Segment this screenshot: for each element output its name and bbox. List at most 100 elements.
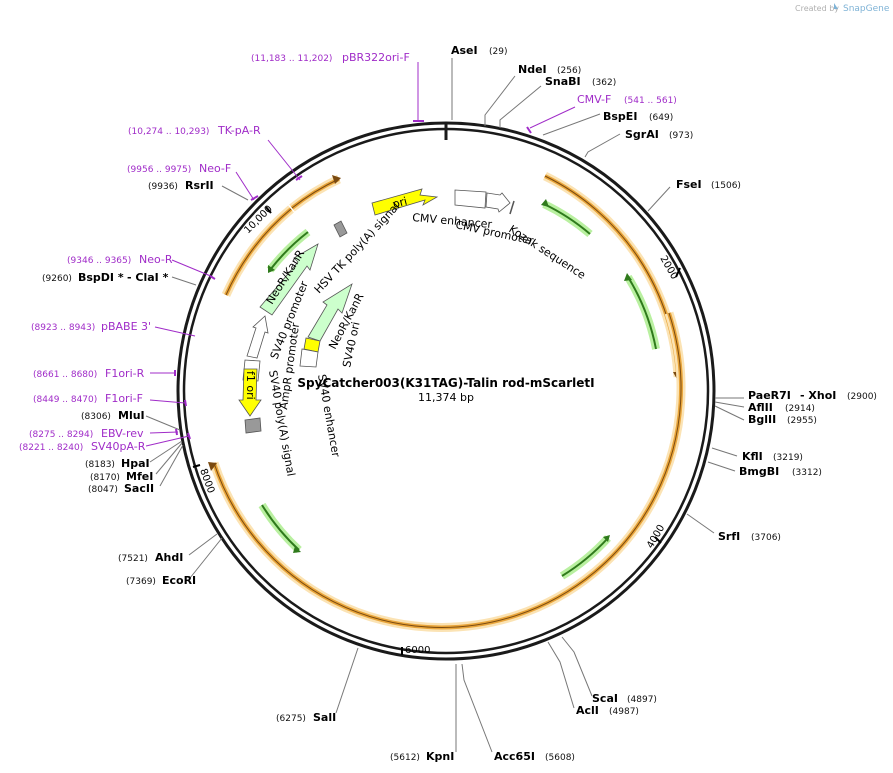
enzyme-RsrII: (9936) RsrII <box>148 179 214 192</box>
svg-text:AseI: AseI <box>451 44 478 57</box>
svg-text:MfeI: MfeI <box>126 470 153 483</box>
svg-text:F1ori-R: F1ori-R <box>105 367 145 380</box>
svg-text:(11,183 .. 11,202): (11,183 .. 11,202) <box>251 54 332 64</box>
enzyme-SalI: (6275)SalI <box>276 711 336 724</box>
svg-text:Acc65I: Acc65I <box>494 750 535 763</box>
enzyme-BglII: BglII(2955) <box>748 413 817 426</box>
svg-text:ScaI: ScaI <box>592 692 618 705</box>
plasmid-size: 11,374 bp <box>418 391 474 404</box>
enzyme-BspDI: (9260)BspDI *- ClaI * <box>42 271 169 284</box>
svg-text:(541 .. 561): (541 .. 561) <box>624 96 677 106</box>
enzyme-ScaI: ScaI(4897) <box>592 692 657 705</box>
svg-text:SgrAI: SgrAI <box>625 128 659 141</box>
svg-text:(9956 .. 9975): (9956 .. 9975) <box>127 165 191 175</box>
svg-text:BglII: BglII <box>748 413 776 426</box>
svg-text:Neo-F: Neo-F <box>199 162 231 175</box>
svg-text:BspEI: BspEI <box>603 110 637 123</box>
enzyme-AhdI: (7521)AhdI <box>118 551 183 564</box>
primer-EBV-rev: (8275 .. 8294) EBV-rev <box>29 427 144 440</box>
svg-text:AflII: AflII <box>748 401 773 414</box>
svg-text:(5612): (5612) <box>390 753 420 763</box>
enzyme-leaders <box>145 58 745 753</box>
svg-text:CMV-F: CMV-F <box>577 93 611 106</box>
primer-F1ori-R: (8661 .. 8680) F1ori-R <box>33 367 145 380</box>
orf-arcs <box>208 171 686 632</box>
primer-pBABE-3: (8923 .. 8943)pBABE 3' <box>31 320 151 333</box>
svg-text:F1ori-F: F1ori-F <box>105 392 143 405</box>
credit-brand: SnapGene <box>843 4 890 14</box>
svg-text:(3219): (3219) <box>773 453 803 463</box>
svg-text:(5608): (5608) <box>545 753 575 763</box>
svg-text:(7369): (7369) <box>126 577 156 587</box>
svg-text:(29): (29) <box>489 47 507 57</box>
svg-text:(9936): (9936) <box>148 182 178 192</box>
svg-text:MluI: MluI <box>118 409 145 422</box>
svg-text:(2914): (2914) <box>785 404 815 414</box>
svg-text:(3312): (3312) <box>792 468 822 478</box>
svg-text:(7521): (7521) <box>118 554 148 564</box>
enzyme-SgrAI: SgrAI (973) <box>625 128 693 141</box>
enzyme-HpaI: (8183)HpaI <box>85 457 150 470</box>
svg-text:SnaBI: SnaBI <box>545 75 581 88</box>
svg-text:BmgBI: BmgBI <box>739 465 779 478</box>
feature-label: HSV TK poly(A) signal <box>312 200 403 296</box>
enzyme-FseI: FseI(1506) <box>676 178 741 191</box>
primer-Neo-R: (9346 .. 9365) Neo-R <box>67 253 173 266</box>
svg-text:Neo-R: Neo-R <box>139 253 173 266</box>
primer-SV40pA-R: (8221 .. 8240)SV40pA-R <box>19 440 146 453</box>
feature-ori: ori <box>371 188 439 216</box>
svg-text:(362): (362) <box>592 78 616 88</box>
feature-sv40-enhancer: SV40 enhancer <box>299 348 342 458</box>
primer-CMV-F: CMV-F (541 .. 561) <box>577 93 677 106</box>
enzyme-AseI: AseI (29) <box>451 44 507 57</box>
svg-text:KpnI: KpnI <box>426 750 454 763</box>
svg-text:(649): (649) <box>649 113 673 123</box>
primer-TK-pA-R: (10,274 .. 10,293)TK-pA-R <box>128 124 261 137</box>
svg-text:PaeR7I: PaeR7I <box>748 389 791 402</box>
snapgene-logo-icon <box>834 3 838 9</box>
enzyme-Acc65I: Acc65I (5608) <box>494 750 575 763</box>
svg-text:pBR322ori-F: pBR322ori-F <box>342 51 410 64</box>
svg-text:(8661 .. 8680): (8661 .. 8680) <box>33 370 97 380</box>
svg-text:EcoRI: EcoRI <box>162 574 196 587</box>
svg-text:pBABE 3': pBABE 3' <box>101 320 151 333</box>
credit-prefix: Created by <box>795 4 839 13</box>
enzyme-SrfI: SrfI (3706) <box>718 530 781 543</box>
svg-text:(8183): (8183) <box>85 460 115 470</box>
primer-Neo-F: (9956 .. 9975) Neo-F <box>127 162 231 175</box>
svg-text:(9346 .. 9365): (9346 .. 9365) <box>67 256 131 266</box>
svg-text:(8170): (8170) <box>90 473 120 483</box>
svg-text:SrfI: SrfI <box>718 530 740 543</box>
svg-text:(973): (973) <box>669 131 693 141</box>
orf-arrowhead <box>208 462 217 471</box>
enzyme-MluI: (8306)MluI <box>81 409 145 422</box>
svg-text:- XhoI: - XhoI <box>800 389 836 402</box>
svg-text:(3706): (3706) <box>751 533 781 543</box>
primer-pBR322ori-F: (11,183 .. 11,202) pBR322ori-F <box>251 51 410 64</box>
enzyme-KflI: KflI (3219) <box>742 450 803 463</box>
enzyme-EcoRI: (7369) EcoRI <box>126 574 196 587</box>
svg-text:(8047): (8047) <box>88 485 118 495</box>
svg-text:SV40pA-R: SV40pA-R <box>91 440 146 453</box>
svg-text:SalI: SalI <box>313 711 336 724</box>
svg-text:NdeI: NdeI <box>518 63 547 76</box>
svg-text:(9260): (9260) <box>42 274 72 284</box>
feature-f1-ori: f1 ori <box>238 368 262 417</box>
feature-label: Kozak sequence <box>506 223 588 282</box>
svg-text:EBV-rev: EBV-rev <box>101 427 144 440</box>
tick-label: 6000 <box>405 645 430 656</box>
enzyme-BmgBI: BmgBI (3312) <box>739 465 822 478</box>
svg-text:- ClaI *: - ClaI * <box>127 271 169 284</box>
orf-arrowhead <box>332 175 341 184</box>
svg-text:SacII: SacII <box>124 482 154 495</box>
svg-text:KflI: KflI <box>742 450 763 463</box>
svg-text:(8449 .. 8470): (8449 .. 8470) <box>33 395 97 405</box>
svg-text:(1506): (1506) <box>711 181 741 191</box>
svg-text:RsrII: RsrII <box>185 179 214 192</box>
svg-text:(8275 .. 8294): (8275 .. 8294) <box>29 430 93 440</box>
enzyme-BspEI: BspEI (649) <box>603 110 673 123</box>
enzyme-PaeR7I: PaeR7I- XhoI(2900) <box>748 389 877 402</box>
feature-label: ori <box>391 195 408 211</box>
svg-text:TK-pA-R: TK-pA-R <box>217 124 261 137</box>
tick-6000: 6000 <box>401 645 430 656</box>
